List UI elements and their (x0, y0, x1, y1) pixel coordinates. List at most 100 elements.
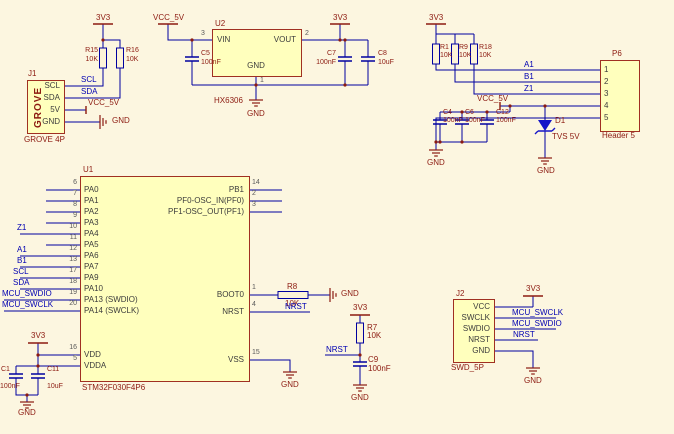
c6-value: 100nF (465, 117, 485, 124)
wire-mcu-left (4, 189, 80, 402)
wire-regulator-section (167, 24, 369, 100)
u2-part-number: HX6306 (214, 96, 243, 105)
cap-c6-symbol (455, 119, 469, 125)
net-label-b1-mcu: B1 (17, 256, 27, 265)
u1-pin-pa7: PA7 (84, 262, 99, 271)
u1-pin-number-7: 7 (73, 190, 77, 197)
net-label-a1-mcu: A1 (17, 245, 27, 254)
c11-designator: C11 (47, 366, 60, 373)
gnd-label-regulator: GND (247, 109, 265, 118)
power-bar-symbols (28, 23, 543, 344)
vcc5v-power-label-regulator: VCC_5V (153, 13, 185, 22)
j1-pin-sda: SDA (43, 93, 60, 102)
u1-pin-number-1: 1 (252, 284, 256, 291)
c9-value: 100nF (368, 364, 391, 373)
u1-pin-number-12: 12 (69, 245, 77, 252)
resistor-r9-symbol (451, 43, 459, 65)
resistor-r18-symbol (470, 43, 478, 65)
u1-part-number: STM32F030F4P6 (82, 383, 146, 392)
net-label-scl-grove: SCL (81, 75, 97, 84)
u1-pin-pa1: PA1 (84, 196, 99, 205)
u2-pin-vin: VIN (217, 35, 231, 44)
c12-designator: C12 (496, 109, 509, 116)
r16-designator: R16 (126, 47, 139, 54)
u1-pin-number-13: 13 (69, 256, 77, 263)
c9-designator: C9 (368, 355, 379, 364)
j2-pin-nrst: NRST (468, 335, 490, 344)
gnd-label-grove: GND (112, 116, 130, 125)
r15-value: 10K (85, 56, 98, 63)
cap-c11-symbol (31, 373, 45, 379)
c7-value: 100nF (316, 59, 336, 66)
p6-pin-3: 3 (604, 89, 609, 98)
d1-value: TVS 5V (552, 132, 580, 141)
gnd-label-d1: GND (537, 166, 555, 175)
net-label-mcu-swclk-swd: MCU_SWCLK (512, 308, 564, 317)
u1-pin-number-15: 15 (252, 349, 260, 356)
p6-pin-5: 5 (604, 113, 609, 122)
u1-pin-number-4: 4 (252, 301, 256, 308)
net-label-scl-mcu: SCL (13, 267, 29, 276)
gnd-symbol-c9 (352, 384, 368, 392)
j2-swd-connector-body (453, 299, 495, 363)
net-label-nrst-pin: NRST (285, 302, 307, 311)
u1-pin-vss: VSS (227, 355, 244, 364)
gnd-symbol-regulator (248, 99, 264, 107)
p6-pin-2: 2 (604, 77, 609, 86)
u1-pin-number-9: 9 (73, 212, 77, 219)
power-label-3v3-header: 3V3 (429, 13, 444, 22)
r16-value: 10K (126, 56, 139, 63)
u2-designator: U2 (215, 19, 226, 28)
c4-designator: C4 (443, 109, 452, 116)
u1-pin-pf1: PF1-OSC_OUT(PF1) (167, 207, 244, 216)
net-label-z1-header: Z1 (524, 84, 534, 93)
gnd-label-swd: GND (524, 376, 542, 385)
u1-pin-number-16: 16 (69, 344, 77, 351)
wire-mcu-right (248, 189, 361, 385)
u2-pin2-number: 2 (305, 30, 309, 37)
r1-value: 10K (440, 52, 453, 59)
r15-designator: R15 (85, 47, 98, 54)
gnd-label-boot0: GND (341, 289, 359, 298)
p6-pin-1: 1 (604, 65, 609, 74)
u1-pin-number-2: 2 (252, 190, 256, 197)
net-label-sda-mcu: SDA (13, 278, 30, 287)
u1-pin-vdd: VDD (84, 350, 101, 359)
u2-pin-vout: VOUT (273, 35, 296, 44)
power-label-3v3-r7: 3V3 (353, 303, 368, 312)
net-label-sda-grove: SDA (81, 87, 98, 96)
gnd-label-vss: GND (281, 380, 299, 389)
u1-pin-pa14: PA14 (SWCLK) (84, 306, 139, 315)
r18-value: 10K (479, 52, 492, 59)
u1-pin-pa5: PA5 (84, 240, 99, 249)
u1-mcu-body (80, 176, 250, 382)
u1-pin-nrst: NRST (222, 307, 244, 316)
c12-value: 100nF (496, 117, 516, 124)
c5-designator: C5 (201, 50, 210, 57)
wires (4, 24, 600, 402)
u1-pin-pa4: PA4 (84, 229, 99, 238)
u2-pin3-number: 3 (201, 30, 205, 37)
u1-pin-pa3: PA3 (84, 218, 99, 227)
u1-pin-number-20: 20 (69, 300, 77, 307)
u1-pin-pa10: PA10 (84, 284, 103, 293)
j1-grove-vertical-label: GROVE (33, 86, 44, 128)
r1-designator: R1 (440, 44, 449, 51)
u1-pin-pb1: PB1 (228, 185, 244, 194)
cap-c4-symbol (433, 119, 447, 125)
c8-designator: C8 (378, 50, 387, 57)
c1-designator: C1 (1, 366, 10, 373)
resistor-r16-symbol (116, 47, 124, 69)
c8-value: 10uF (378, 59, 394, 66)
net-label-z1-mcu: Z1 (17, 223, 27, 232)
j2-pin-swclk: SWCLK (461, 313, 490, 322)
net-label-mcu-swdio-swd: MCU_SWDIO (512, 319, 562, 328)
wire-swd-section (493, 296, 556, 368)
j1-designator: J1 (28, 69, 37, 78)
resistor-r8-symbol (277, 291, 309, 299)
cap-c8-symbol (361, 56, 375, 62)
u1-designator: U1 (83, 165, 94, 174)
j1-pin-scl: SCL (44, 81, 60, 90)
